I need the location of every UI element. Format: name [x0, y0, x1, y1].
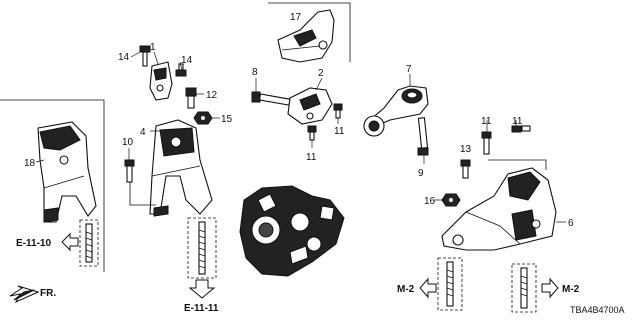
callout-8: 8 — [252, 67, 258, 78]
bolt-11-a — [333, 103, 343, 119]
front-label: FR. — [40, 288, 56, 299]
callout-12: 12 — [206, 90, 218, 101]
nut-15 — [193, 111, 213, 125]
callout-14-right: 14 — [181, 55, 193, 66]
bolt-10 — [124, 159, 135, 183]
transmission-assembly — [239, 185, 345, 277]
arrow-left-m-2 — [419, 277, 437, 299]
stud-bolt-e-11-11 — [187, 217, 217, 279]
bolt-13 — [460, 159, 471, 179]
callout-14-left: 14 — [118, 52, 130, 63]
torque-rod-7 — [363, 85, 429, 137]
callout-4: 4 — [140, 127, 146, 138]
callout-6: 6 — [568, 218, 574, 229]
arrow-right-m-2 — [541, 277, 559, 299]
bracket-2 — [287, 87, 333, 125]
bolt-12 — [185, 87, 197, 109]
ref-e-11-11: E-11-11 — [184, 303, 219, 314]
arrow-down-e-11-11 — [188, 279, 216, 299]
engine-mount-6 — [441, 167, 557, 251]
bolt-9 — [417, 117, 429, 156]
stud-bolt-e-11-10 — [79, 219, 99, 267]
bolt-8 — [251, 91, 291, 106]
callout-11-c: 11 — [481, 116, 492, 127]
callout-9: 9 — [418, 168, 424, 179]
callout-17: 17 — [290, 12, 302, 23]
callout-11-a: 11 — [334, 126, 345, 137]
callout-16: 16 — [424, 196, 436, 207]
callout-11-d: 11 — [512, 116, 523, 127]
transmission-mount-4 — [149, 119, 213, 217]
front-direction-arrow — [9, 285, 40, 304]
nut-16 — [441, 193, 461, 207]
bolt-11-b — [307, 125, 317, 141]
ref-m-2-left: M-2 — [397, 284, 415, 295]
callout-2: 2 — [318, 68, 324, 79]
engine-mount-18 — [37, 121, 97, 223]
group-frame-18 — [0, 99, 105, 272]
lead-frame-6 — [488, 159, 547, 170]
bolt-14-left — [139, 45, 151, 67]
ref-m-2-right: M-2 — [562, 284, 580, 295]
callout-7: 7 — [406, 64, 412, 75]
ref-e-11-10: E-11-10 — [16, 238, 51, 249]
callout-10: 10 — [122, 137, 134, 148]
bolt-11-c — [481, 131, 492, 155]
diagram-code: TBA4B4700A — [570, 305, 625, 315]
callout-18: 18 — [24, 158, 36, 169]
stud-bolt-m-2-left — [437, 257, 463, 311]
callout-11-b: 11 — [306, 152, 317, 163]
bracket-1 — [149, 61, 173, 101]
bolt-11-d — [511, 125, 531, 133]
callout-15: 15 — [221, 114, 233, 125]
callout-1: 1 — [150, 42, 156, 53]
mount-bracket-17 — [268, 2, 351, 63]
arrow-left-e-11-10 — [61, 232, 79, 252]
stud-bolt-m-2-right — [511, 263, 537, 313]
callout-13: 13 — [460, 144, 472, 155]
